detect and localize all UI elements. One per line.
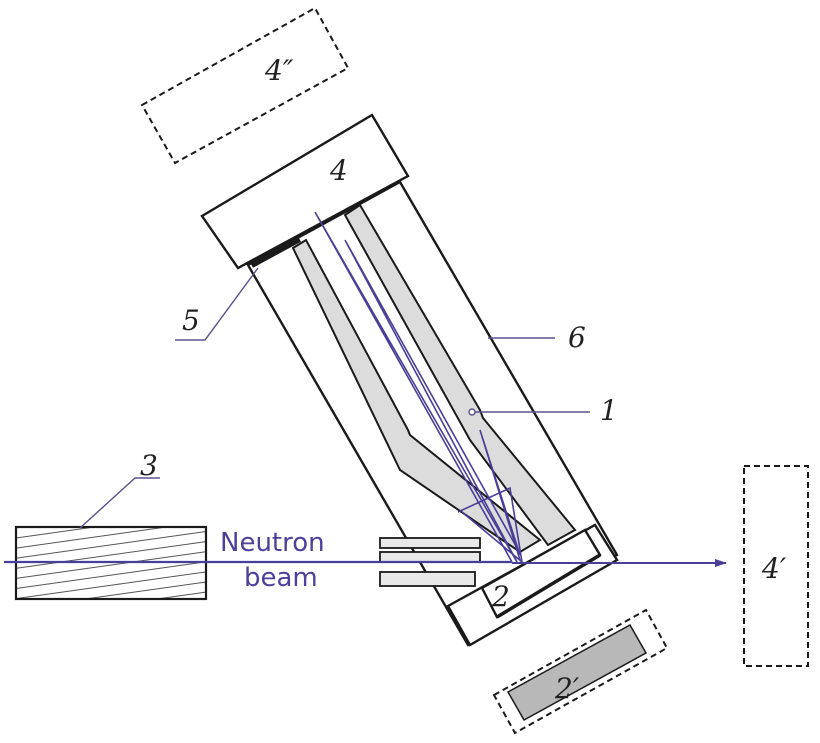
reflected-ray-4 xyxy=(457,486,524,564)
reflected-ray-2 xyxy=(344,239,518,563)
detector-position-4d xyxy=(743,465,809,667)
label-6: 6 xyxy=(568,321,586,354)
reflected-ray-3 xyxy=(479,429,521,561)
label-2d: 2′ xyxy=(554,672,580,705)
leader-1-dot xyxy=(468,408,476,416)
label-3: 3 xyxy=(140,449,158,482)
entrance-slit-upper xyxy=(379,537,481,549)
leader-3 xyxy=(79,477,160,529)
neutron-beam-label-line1: Neutron xyxy=(220,528,325,558)
mirror-coating-5 xyxy=(251,238,301,268)
label-1: 1 xyxy=(600,394,618,427)
label-2: 2 xyxy=(491,580,510,613)
detector-4 xyxy=(200,113,410,270)
crystal-body-right xyxy=(343,203,577,547)
analyzer-position-2d-fill xyxy=(506,623,648,722)
leader-5 xyxy=(175,267,259,341)
entrance-slit-middle xyxy=(379,551,481,563)
label-4dd: 4″ xyxy=(264,54,294,87)
label-4d: 4′ xyxy=(761,552,787,585)
entrance-slit-lower xyxy=(379,571,476,587)
neutron-beam-label-line2: beam xyxy=(244,563,318,593)
reflected-ray-1 xyxy=(314,211,518,563)
label-4: 4 xyxy=(329,154,348,187)
detector-position-4dd xyxy=(140,6,350,165)
analyzer-2-edge xyxy=(496,553,601,619)
label-5: 5 xyxy=(182,304,200,337)
